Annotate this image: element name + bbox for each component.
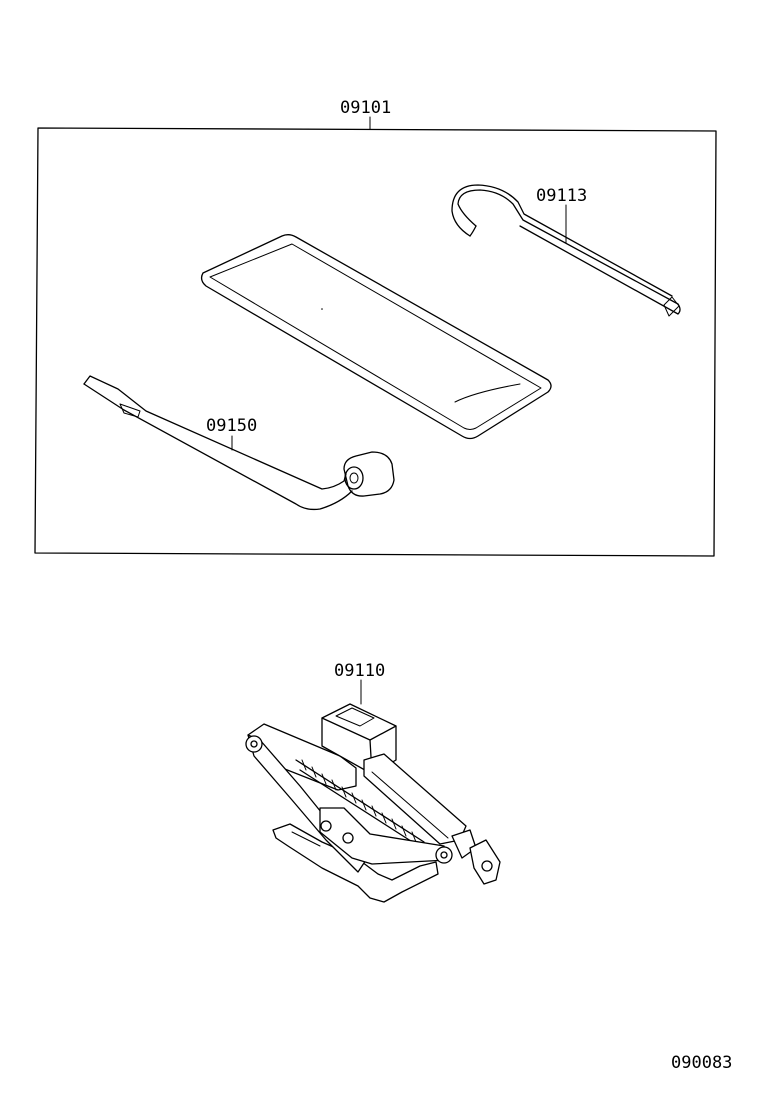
figure-number: 090083 [671,1053,732,1073]
tool-kit-group: 09101 [34,98,717,557]
part-label-09101: 09101 [340,98,391,118]
lug-wrench: 09150 [83,375,395,511]
part-label-09110: 09110 [334,661,385,681]
part-label-09150: 09150 [206,416,257,436]
jack-handle: 09113 [451,184,681,317]
tool-bag [200,234,552,440]
part-label-09113: 09113 [536,186,587,206]
scissor-jack: 09110 [245,661,501,903]
